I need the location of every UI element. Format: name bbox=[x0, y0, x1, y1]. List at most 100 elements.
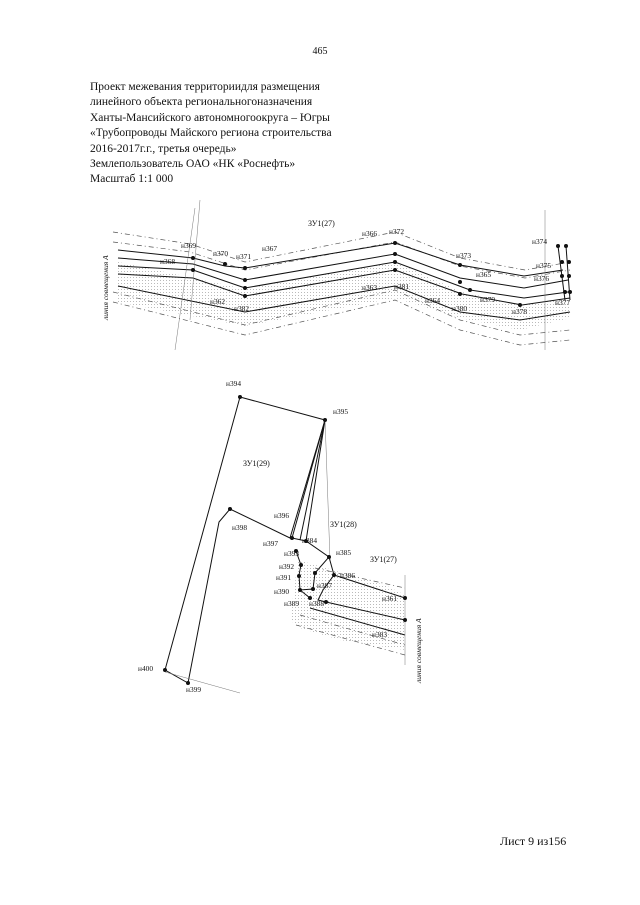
zone-label: ЗУ1(27) bbox=[308, 219, 335, 228]
edge-line bbox=[164, 671, 241, 694]
point-label: н372 bbox=[389, 227, 404, 236]
point-label: н389 bbox=[284, 599, 299, 608]
point-label: н391 bbox=[276, 573, 291, 582]
survey-point bbox=[560, 274, 564, 278]
lower-plan: н394 н395 ЗУ1(29) н396 н398 ЗУ1(28) н397… bbox=[138, 379, 423, 694]
survey-point bbox=[564, 244, 568, 248]
point-label: н365 bbox=[476, 270, 491, 279]
point-label: н366 bbox=[362, 229, 377, 238]
survey-point bbox=[560, 260, 564, 264]
point-label: н383 bbox=[372, 630, 387, 639]
survey-points bbox=[163, 395, 407, 685]
survey-point bbox=[304, 539, 308, 543]
parcel-boundary bbox=[325, 601, 406, 621]
point-label: н371 bbox=[236, 252, 251, 261]
stippled-corridor bbox=[118, 262, 570, 330]
survey-point bbox=[393, 241, 397, 245]
parcel-boundary bbox=[305, 419, 326, 542]
survey-point bbox=[311, 587, 315, 591]
point-label: н387 bbox=[317, 581, 332, 590]
point-label: н363 bbox=[362, 283, 377, 292]
survey-point bbox=[403, 618, 407, 622]
point-label: н381 bbox=[394, 282, 409, 291]
edge-line bbox=[324, 417, 331, 561]
point-label: н382 bbox=[234, 304, 249, 313]
header-line: Ханты-Мансийского автономногоокруга – Юг… bbox=[90, 111, 330, 124]
boundary-dash-line bbox=[112, 299, 571, 346]
point-label: н370 bbox=[213, 249, 228, 258]
survey-point bbox=[313, 571, 317, 575]
point-label: н369 bbox=[181, 241, 196, 250]
boundary-dash-line bbox=[112, 289, 571, 336]
survey-point bbox=[403, 596, 407, 600]
point-label: н374 bbox=[532, 237, 547, 246]
point-label: н373 bbox=[456, 251, 471, 260]
survey-point bbox=[243, 286, 247, 290]
survey-point bbox=[568, 290, 572, 294]
edge-line bbox=[174, 207, 196, 351]
survey-point bbox=[299, 563, 303, 567]
survey-point bbox=[163, 668, 167, 672]
document-header: Проект межевания территориидля размещени… bbox=[90, 80, 420, 188]
survey-point bbox=[332, 573, 336, 577]
parcel-boundary bbox=[317, 556, 335, 603]
point-label: н380 bbox=[452, 304, 467, 313]
survey-point bbox=[223, 262, 227, 266]
point-label: н398 bbox=[232, 523, 247, 532]
page-number: 465 bbox=[312, 46, 328, 57]
header-line: Проект межевания территориидля размещени… bbox=[90, 81, 320, 93]
survey-point bbox=[458, 292, 462, 296]
sheet-number: Лист 9 из156 bbox=[500, 834, 567, 848]
survey-point bbox=[243, 266, 247, 270]
survey-point bbox=[186, 681, 190, 685]
zone-label: ЗУ1(29) bbox=[243, 459, 270, 468]
boundary-dash-line bbox=[295, 624, 406, 656]
edge-line bbox=[189, 199, 201, 321]
point-label: н393 bbox=[284, 549, 299, 558]
point-label: н395 bbox=[333, 407, 348, 416]
point-label: н377 bbox=[555, 298, 570, 307]
survey-point bbox=[323, 418, 327, 422]
point-label: н379 bbox=[480, 295, 495, 304]
parcel-boundary bbox=[117, 285, 571, 321]
survey-point bbox=[468, 288, 472, 292]
point-label: н375 bbox=[536, 261, 551, 270]
point-label: н361 bbox=[382, 594, 397, 603]
point-label: н384 bbox=[302, 536, 317, 545]
header-line: 2016-2017г.г., третья очередь» bbox=[90, 142, 237, 155]
survey-point bbox=[393, 268, 397, 272]
point-label: н388 bbox=[309, 599, 324, 608]
zone-label: ЗУ1(27) bbox=[370, 555, 397, 564]
upper-plan: ЗУ1(27) н369 н370 н371 н367 н368 н366 н3… bbox=[101, 199, 572, 351]
survey-point bbox=[191, 256, 195, 260]
point-label: н362 bbox=[210, 297, 225, 306]
point-label: н390 bbox=[274, 587, 289, 596]
survey-point bbox=[567, 274, 571, 278]
survey-point bbox=[518, 303, 522, 307]
survey-point bbox=[290, 536, 294, 540]
survey-point bbox=[297, 574, 301, 578]
boundary-dash-line bbox=[314, 567, 406, 589]
point-label: н368 bbox=[160, 257, 175, 266]
zone-label: ЗУ1(28) bbox=[330, 520, 357, 529]
point-label: н378 bbox=[512, 307, 527, 316]
survey-point bbox=[298, 588, 302, 592]
header-line: «Трубопроводы Майского региона строитель… bbox=[90, 127, 332, 140]
parcel-boundary bbox=[117, 242, 564, 277]
point-label: н376 bbox=[534, 274, 549, 283]
survey-point bbox=[238, 395, 242, 399]
survey-point bbox=[191, 268, 195, 272]
survey-point bbox=[567, 260, 571, 264]
survey-point bbox=[243, 294, 247, 298]
survey-point bbox=[243, 278, 247, 282]
header-line: линейного объекта региональногоназначени… bbox=[90, 96, 313, 109]
parcel-boundary bbox=[309, 607, 406, 636]
alignment-line-label: линия совмещения А bbox=[414, 618, 423, 684]
parcel-boundary bbox=[291, 419, 326, 539]
point-label: н385 bbox=[336, 548, 351, 557]
survey-point bbox=[458, 263, 462, 267]
parcel-boundary bbox=[333, 574, 406, 599]
survey-point bbox=[556, 244, 560, 248]
point-label: н397 bbox=[263, 539, 278, 548]
